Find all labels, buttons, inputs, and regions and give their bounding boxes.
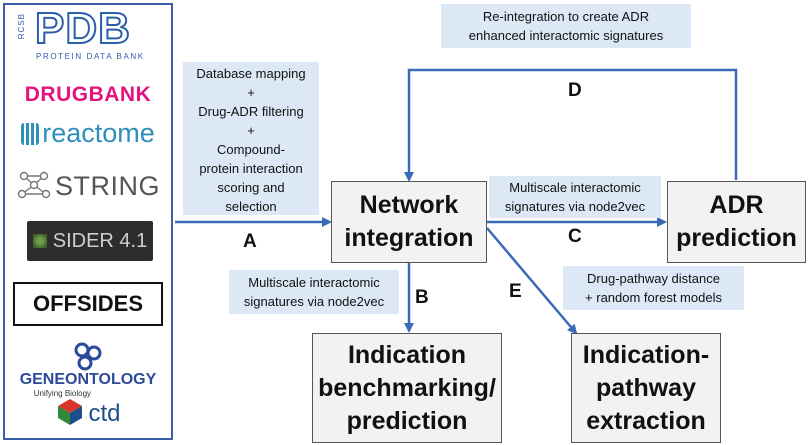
note-multiscale-b: Multiscale interactomic signatures via n… [229, 270, 399, 314]
go-name: GENEONTOLOGY [19, 371, 157, 388]
arrow-e [486, 227, 578, 335]
go-rings-icon [74, 342, 102, 371]
pdb-logo: RCSB PDB PROTEIN DATA BANK [5, 5, 171, 71]
node-network-integration: Network integration [331, 181, 487, 263]
node-indication-benchmarking: Indication benchmarking/ prediction [312, 333, 502, 443]
geneontology-logo: GENEONTOLOGY Unifying Biology [5, 341, 171, 398]
pdb-subtitle: PROTEIN DATA BANK [36, 52, 145, 61]
arrow-d [404, 68, 738, 182]
ctd-name: ctd [88, 400, 121, 427]
label-a: A [243, 231, 257, 252]
string-network-icon [17, 171, 51, 199]
sider-logo: SIDER 4.1 [27, 221, 153, 261]
note-multiscale-c: Multiscale interactomic signatures via n… [489, 176, 661, 218]
sider-cube-icon [32, 234, 47, 248]
note-pathway-distance: Drug-pathway distance + random forest mo… [563, 266, 744, 310]
label-c: C [568, 226, 582, 247]
pdb-name: PDB [34, 4, 131, 53]
offsides-logo: OFFSIDES [13, 282, 163, 326]
note-database-mapping: Database mapping + Drug-ADR filtering + … [183, 62, 319, 215]
drugbank-logo: DRUGBANK [5, 83, 171, 107]
node-indication-pathway: Indication- pathway extraction [571, 333, 721, 443]
data-sources-panel: RCSB PDB PROTEIN DATA BANK DRUGBANK reac… [3, 3, 173, 440]
label-b: B [415, 287, 429, 308]
string-name: STRING [54, 171, 160, 201]
go-tagline: Unifying Biology [33, 389, 92, 398]
label-e: E [509, 281, 522, 302]
reactome-name: reactome [42, 118, 155, 148]
ctd-cubes-icon [58, 399, 83, 425]
reactome-icon [21, 123, 40, 145]
string-logo: STRING [5, 170, 171, 202]
reactome-logo: reactome [5, 118, 171, 149]
node-adr-prediction: ADR prediction [667, 181, 806, 263]
offsides-name: OFFSIDES [32, 291, 143, 316]
note-reintegration: Re-integration to create ADR enhanced in… [441, 4, 691, 48]
sider-name: SIDER 4.1 [52, 230, 148, 252]
drugbank-name: DRUGBANK [24, 83, 152, 106]
ctd-logo: ctd [5, 397, 171, 428]
label-d: D [568, 80, 582, 101]
